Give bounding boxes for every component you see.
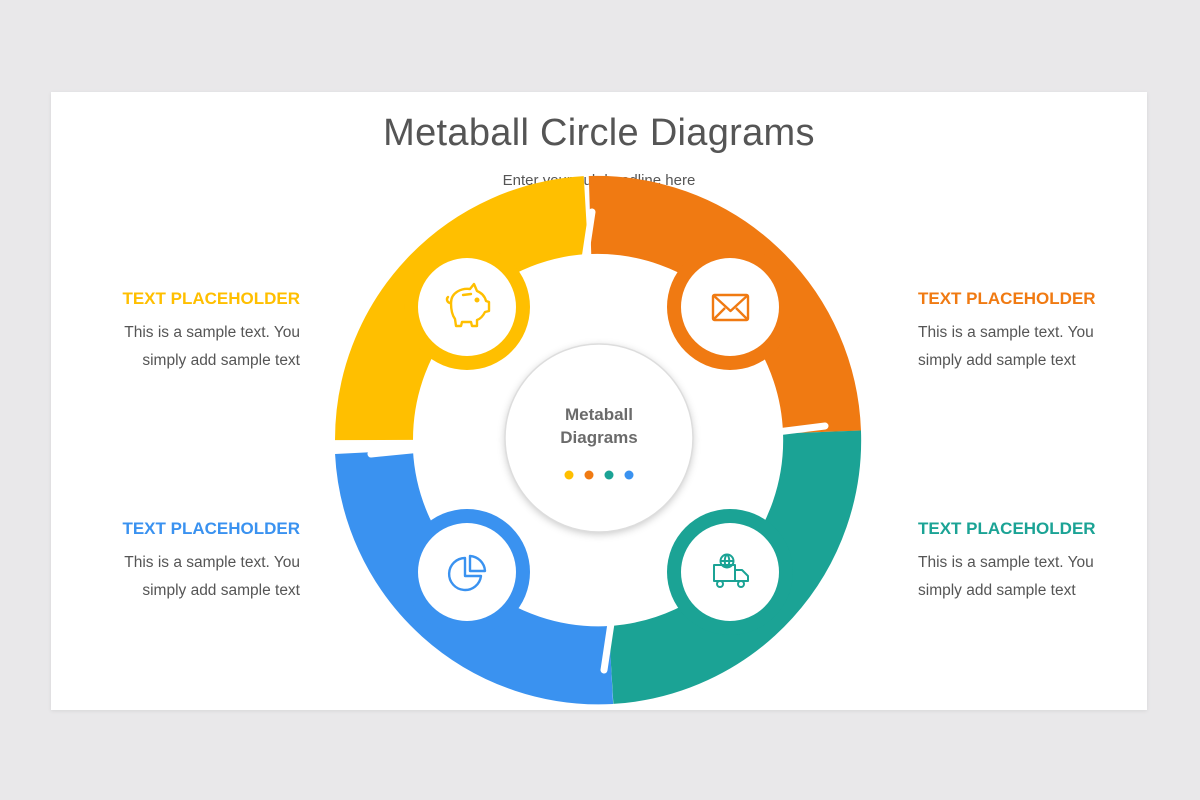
text-block-line: simply add sample text [918, 582, 1076, 599]
text-block-body: This is a sample text. You simply add sa… [80, 549, 300, 605]
center-dots [564, 470, 634, 480]
text-block-line: This is a sample text. You [918, 324, 1094, 341]
center-dot [584, 470, 594, 480]
envelope-icon [711, 293, 750, 322]
text-block-line: This is a sample text. You [918, 554, 1094, 571]
center-dot [564, 470, 574, 480]
divider [741, 422, 829, 440]
icon-circle [681, 523, 779, 621]
center-circle [505, 344, 693, 532]
divider [576, 208, 596, 296]
text-block-body: This is a sample text. You simply add sa… [918, 319, 1138, 375]
text-block-bottom-right: TEXT PLACEHOLDER This is a sample text. … [918, 519, 1138, 605]
text-block-bottom-left: TEXT PLACEHOLDER This is a sample text. … [80, 519, 300, 605]
icon-circle [418, 523, 516, 621]
icon-circle [418, 258, 516, 356]
text-block-heading: TEXT PLACEHOLDER [122, 519, 300, 538]
divider [600, 586, 620, 674]
center-title-line: Metaball [565, 405, 633, 424]
center-circle-outline [504, 343, 694, 533]
text-block-line: simply add sample text [142, 582, 300, 599]
text-block-body: This is a sample text. You simply add sa… [80, 319, 300, 375]
text-block-line: simply add sample text [918, 352, 1076, 369]
piggy-bank-icon [445, 282, 491, 328]
divider [367, 442, 456, 458]
text-block-line: simply add sample text [142, 352, 300, 369]
text-block-line: This is a sample text. You [124, 554, 300, 571]
text-block-body: This is a sample text. You simply add sa… [918, 549, 1138, 605]
text-block-top-left: TEXT PLACEHOLDER This is a sample text. … [80, 289, 300, 375]
text-block-heading: TEXT PLACEHOLDER [918, 519, 1096, 538]
center-dot [624, 470, 634, 480]
text-block-line: This is a sample text. You [124, 324, 300, 341]
text-block-heading: TEXT PLACEHOLDER [918, 289, 1096, 308]
text-block-top-right: TEXT PLACEHOLDER This is a sample text. … [918, 289, 1138, 375]
segment-dividers [367, 208, 829, 674]
center-dot [604, 470, 614, 480]
page-title: Metaball Circle Diagrams [383, 112, 815, 154]
icon-circle [681, 258, 779, 356]
delivery-truck-icon [713, 553, 749, 588]
center-title-line: Diagrams [560, 428, 637, 447]
pie-chart-icon [448, 554, 487, 592]
text-block-heading: TEXT PLACEHOLDER [122, 289, 300, 308]
